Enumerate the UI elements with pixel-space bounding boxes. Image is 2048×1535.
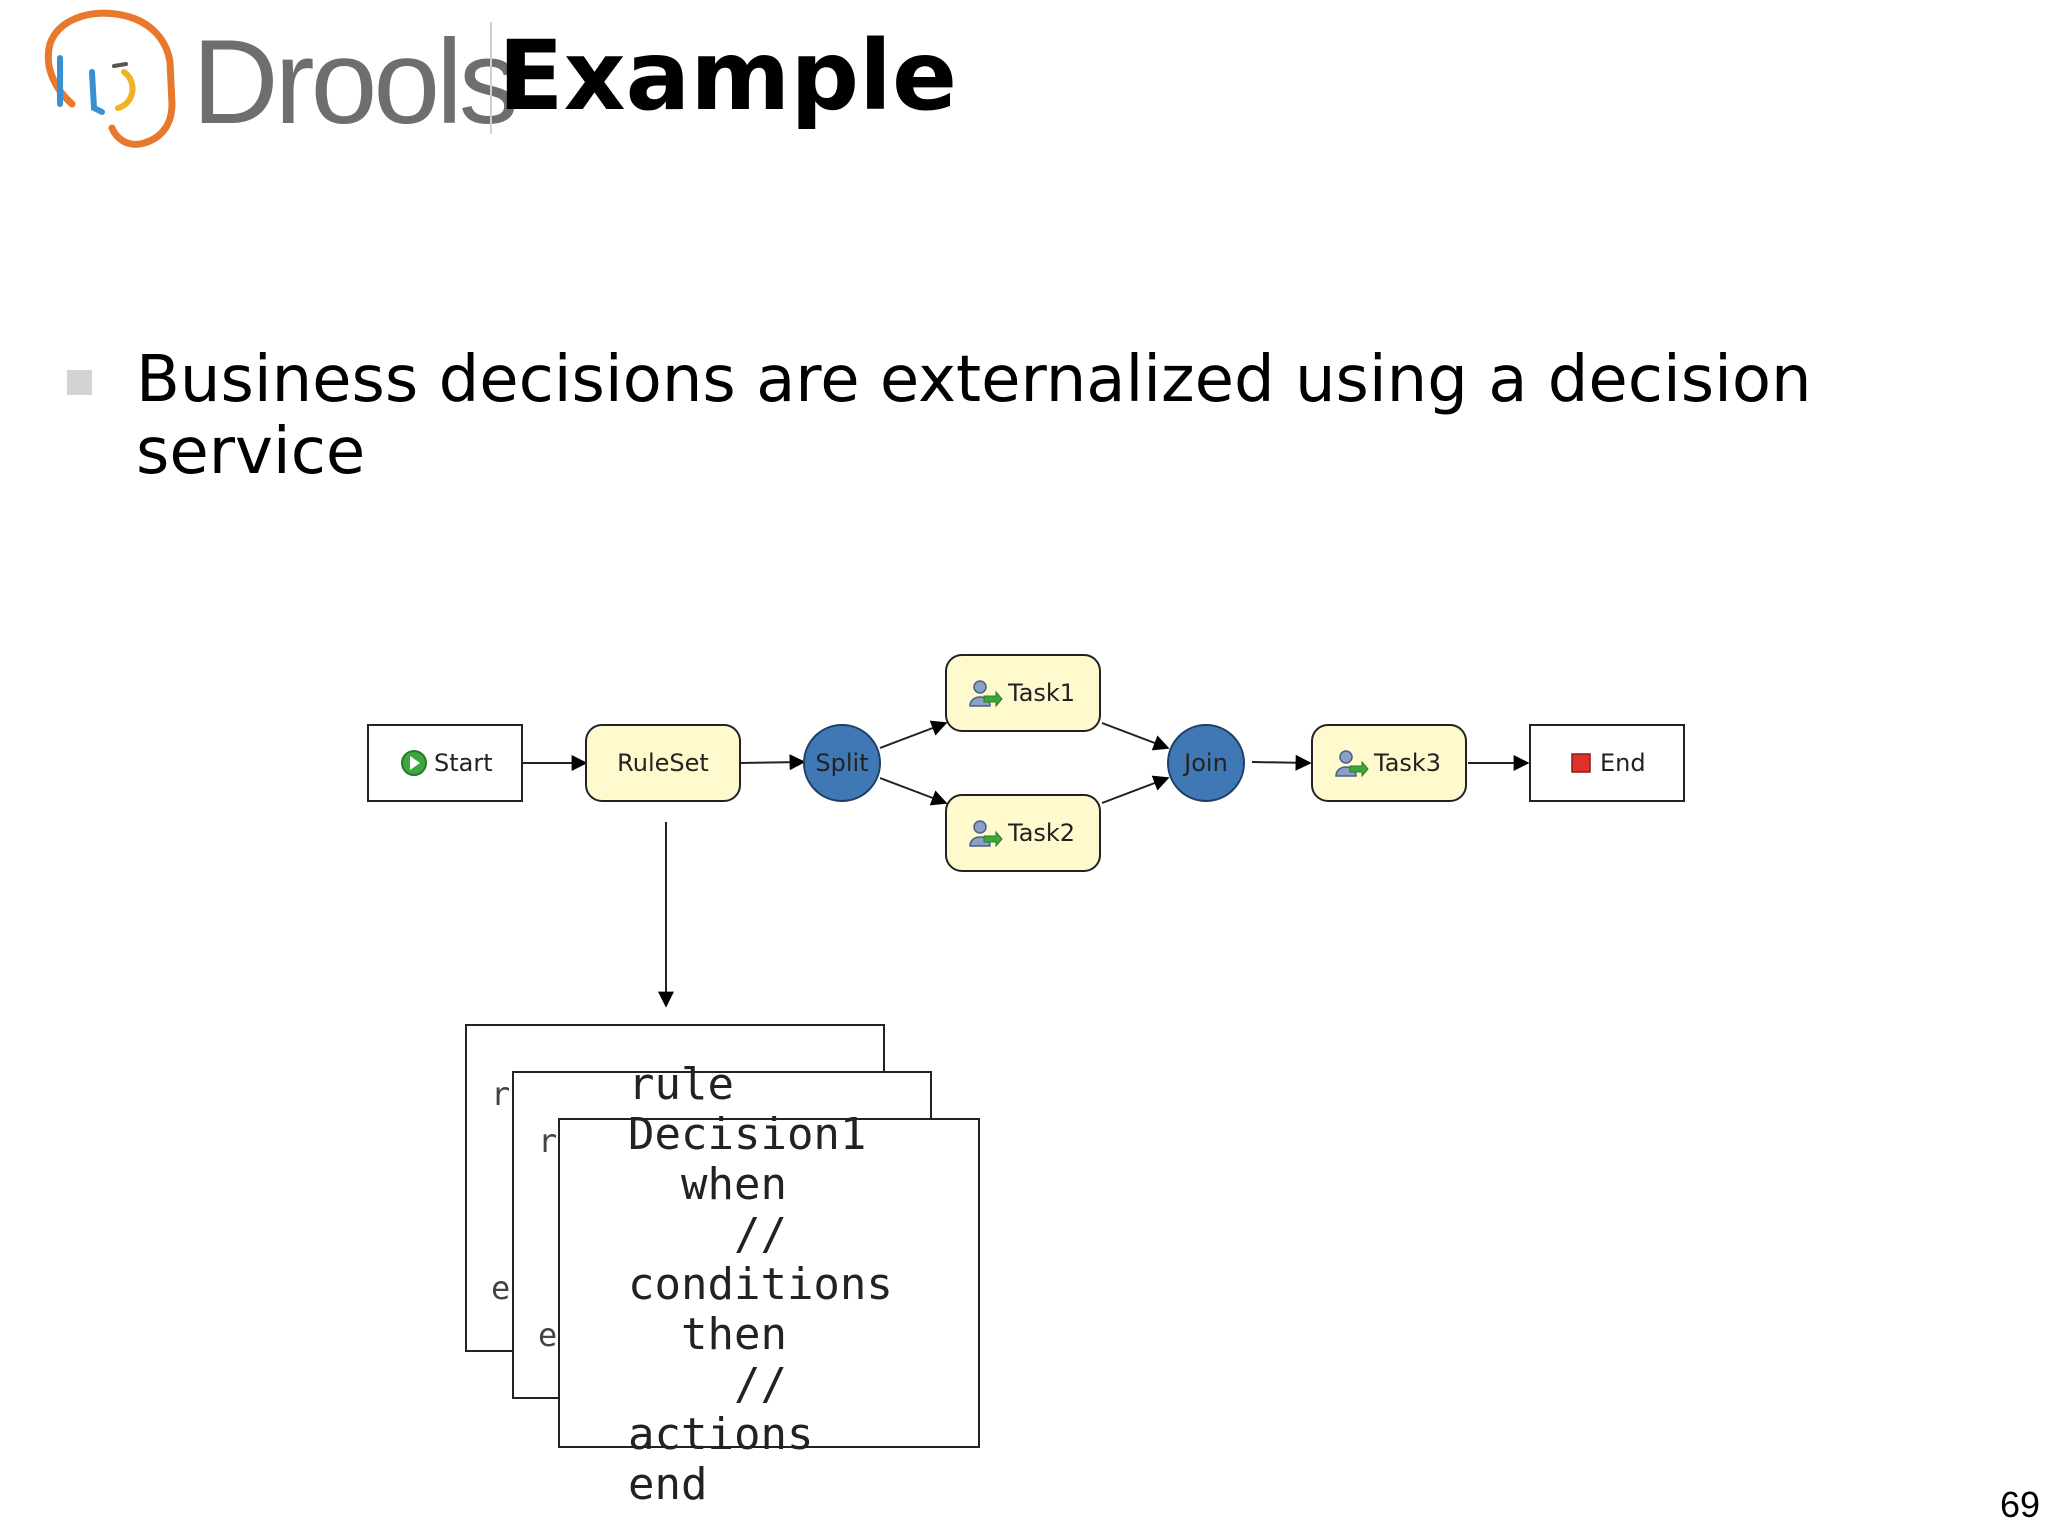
edge-task1-join	[1101, 722, 1170, 751]
node-task1: Task1	[945, 654, 1101, 732]
rule-document-back-peek-top: r	[491, 1075, 511, 1113]
bullet-marker	[67, 370, 92, 395]
edge-split-task1	[879, 720, 948, 749]
title-divider	[490, 22, 492, 134]
edge-split-task2	[879, 777, 948, 806]
drools-logo: Drools	[42, 8, 519, 150]
rule-document-back-peek-bottom: e	[491, 1269, 511, 1307]
node-split-label: Split	[815, 749, 868, 777]
node-end: End	[1529, 724, 1685, 802]
page-number: 69	[1999, 1484, 2040, 1525]
rule-document-middle-peek-bottom: e	[538, 1316, 558, 1354]
logo-wordmark: Drools	[192, 15, 519, 149]
node-ruleset-label: RuleSet	[617, 749, 709, 777]
node-end-label: End	[1600, 749, 1646, 777]
node-start-label: Start	[434, 749, 493, 777]
drools-face-icon	[44, 9, 176, 148]
end-stop-icon	[1571, 753, 1591, 773]
node-task2: Task2	[945, 794, 1101, 872]
node-join-label: Join	[1182, 749, 1228, 777]
node-task1-label: Task1	[1007, 679, 1075, 707]
node-task2-label: Task2	[1007, 819, 1075, 847]
rule-document-middle-peek-top: r	[538, 1122, 558, 1160]
rule-code: rule Decision1 when // conditions then /…	[628, 1059, 893, 1510]
node-task3-label: Task3	[1373, 749, 1441, 777]
node-task3: Task3	[1311, 724, 1467, 802]
human-task-icon	[969, 680, 1003, 708]
node-split: Split	[803, 724, 881, 802]
bullet-text: Business decisions are externalized usin…	[136, 343, 1812, 489]
human-task-icon	[969, 820, 1003, 848]
edge-ruleset-split	[739, 754, 806, 771]
human-task-icon	[1335, 750, 1369, 778]
edge-join-task3	[1251, 754, 1312, 771]
node-ruleset: RuleSet	[585, 724, 741, 802]
edge-task2-join	[1101, 775, 1170, 804]
node-join: Join	[1167, 724, 1245, 802]
rule-document-front	[558, 1118, 980, 1448]
flow-edges	[522, 720, 1530, 1008]
node-start: Start	[367, 724, 523, 802]
slide-title: Example	[498, 20, 958, 132]
